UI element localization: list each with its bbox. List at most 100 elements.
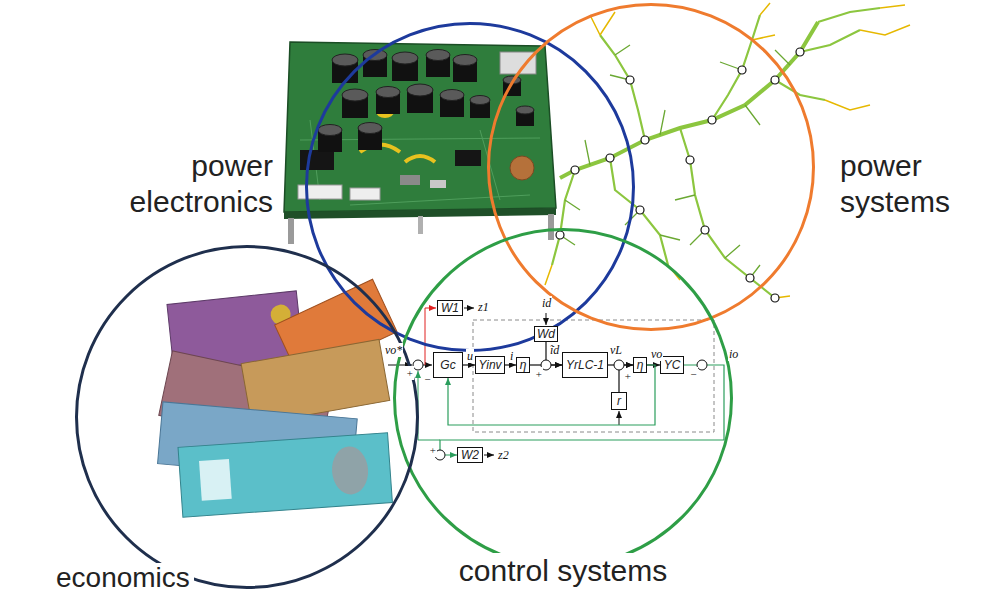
block-symbol: η xyxy=(520,358,527,372)
capacitor xyxy=(426,50,450,61)
weight-block: W2 xyxy=(457,447,483,463)
pcb-photo xyxy=(405,156,435,162)
pcb-photo xyxy=(298,185,342,199)
block-symbol: W2 xyxy=(461,448,479,462)
capacitor xyxy=(392,52,418,64)
bus-marker xyxy=(606,154,614,162)
weight-block: Wd xyxy=(534,326,558,342)
bus-marker xyxy=(556,231,564,239)
pcb-photo xyxy=(418,216,423,234)
bus-marker xyxy=(771,76,779,84)
summing-junction xyxy=(413,360,423,370)
capacitor xyxy=(407,84,433,96)
sign-label: − xyxy=(423,372,432,386)
gain-block: r xyxy=(611,392,627,410)
signal-connector xyxy=(448,365,655,425)
circle-outline xyxy=(305,22,635,352)
transfer-block: Yinv xyxy=(475,356,505,374)
banknotes xyxy=(178,433,392,517)
domain-circle: control systemsW1WdGcYinvηYrLC-1ηYCrW2 xyxy=(393,228,733,568)
domain-circle: economics xyxy=(75,245,419,589)
block-wires xyxy=(418,371,440,440)
controller-block: Gc xyxy=(433,352,463,378)
circle-outline xyxy=(75,245,419,589)
signal-label: z1 xyxy=(477,300,490,314)
signal-label: vo* xyxy=(384,343,403,357)
block-symbol: YC xyxy=(664,358,681,372)
banknotes xyxy=(330,445,369,495)
pcb-photo xyxy=(455,150,481,166)
block-symbol: r xyxy=(617,394,621,408)
pcb-photo xyxy=(400,175,420,185)
block-wires xyxy=(473,320,714,432)
signal-label: u xyxy=(466,349,474,363)
bus-marker xyxy=(636,206,644,214)
block-symbol: Wd xyxy=(537,327,555,341)
banknotes xyxy=(158,279,397,517)
capacitor xyxy=(470,96,490,105)
sign-label: − xyxy=(689,367,698,381)
transfer-block: YrLC-1 xyxy=(562,352,608,378)
circle-outline xyxy=(395,230,732,567)
bus-marker xyxy=(626,76,634,84)
signal-label: ĩd xyxy=(549,343,560,357)
circle-outline xyxy=(489,5,814,330)
signal-label: io xyxy=(728,347,739,361)
pcb-photo xyxy=(350,188,380,200)
domain-circle: power systems xyxy=(487,3,815,331)
bus-marker xyxy=(556,48,804,302)
capacitor xyxy=(332,54,358,66)
capacitor xyxy=(342,89,368,101)
capacitor xyxy=(318,125,342,136)
capacitor xyxy=(516,106,534,114)
bus-marker xyxy=(738,66,746,74)
circle-outline xyxy=(393,228,733,568)
pcb-photo xyxy=(430,180,446,188)
bus-marker xyxy=(641,136,649,144)
bus-marker xyxy=(708,116,716,124)
gain-block: η xyxy=(516,357,530,373)
pcb-photo xyxy=(288,218,294,244)
bus-marker xyxy=(796,48,804,56)
capacitor xyxy=(453,55,477,66)
bus-marker xyxy=(771,294,779,302)
weight-block: W1 xyxy=(437,300,463,316)
capacitor xyxy=(376,87,400,98)
domain-label: power electronics xyxy=(113,148,273,220)
summing-junction xyxy=(697,360,707,370)
capacitor xyxy=(440,90,464,101)
domain-circle: power electronics xyxy=(305,22,635,352)
block-wires xyxy=(484,455,494,456)
domain-label: control systems xyxy=(455,553,671,589)
block-symbol: W1 xyxy=(441,301,459,315)
capacitor xyxy=(358,123,382,134)
bus-marker xyxy=(571,166,579,174)
pcb-photo xyxy=(300,150,334,170)
block-symbol: Yinv xyxy=(478,358,501,372)
circle-outline xyxy=(77,247,418,588)
block-wires xyxy=(619,411,620,425)
bus-marker xyxy=(686,156,694,164)
block-wires xyxy=(464,308,474,309)
signal-label: vL xyxy=(609,343,623,357)
signal-label: i xyxy=(509,349,514,363)
bus-marker xyxy=(701,226,709,234)
block-symbol: η xyxy=(637,358,644,372)
signal-connector xyxy=(505,364,516,365)
gain-block: η xyxy=(633,357,647,373)
block-wires xyxy=(546,313,547,325)
signal-label: z2 xyxy=(497,448,510,462)
signal-connector xyxy=(440,365,724,455)
circle-outline xyxy=(487,3,815,331)
transfer-block: YC xyxy=(660,356,684,374)
block-symbol: Gc xyxy=(440,358,455,372)
banknotes xyxy=(178,433,392,517)
block-wires xyxy=(423,365,432,366)
pcb-photo xyxy=(548,214,554,240)
block-symbol: YrLC-1 xyxy=(566,358,604,372)
signal-label: vo xyxy=(650,347,663,361)
